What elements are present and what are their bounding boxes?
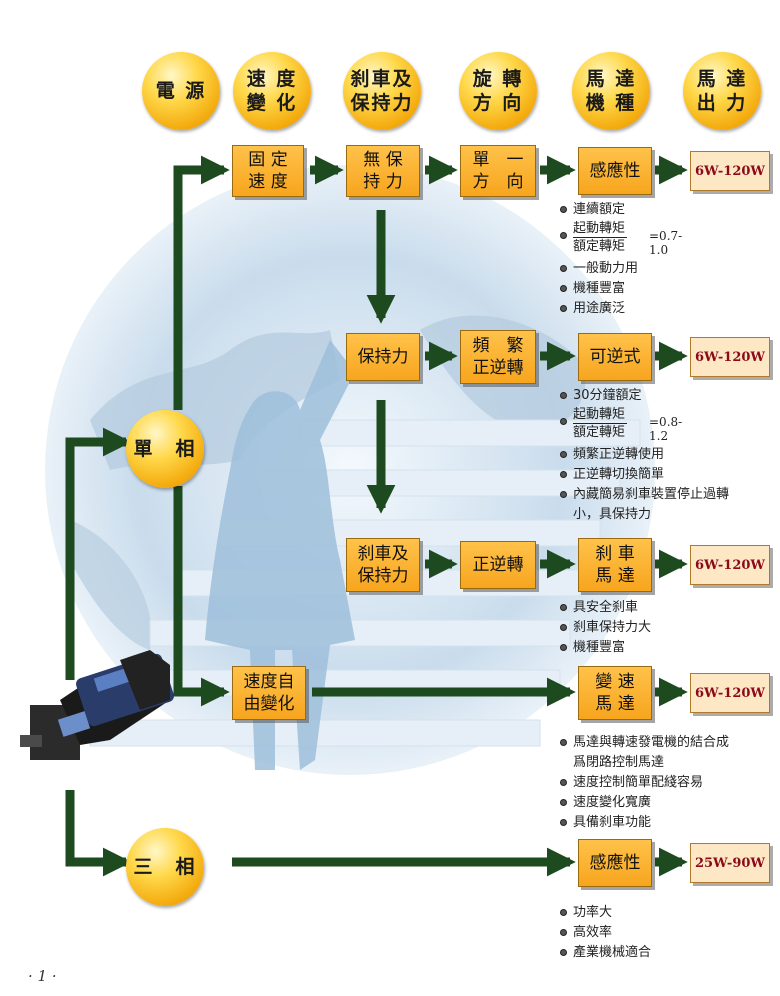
header-motor-type: 馬 達 機 種 [572, 52, 650, 130]
notes-reversible: 30分鐘額定 [560, 386, 642, 406]
notes-three-phase: 功率大 高效率 產業機械適合 [560, 903, 651, 963]
globe-illustration [45, 165, 655, 775]
box-frequent-reversal: 頻 繁 正逆轉 [460, 330, 536, 384]
three-phase-circle: 三 相 [126, 828, 204, 906]
header-speed-change: 速 度 變 化 [233, 52, 311, 130]
power-range-3: 6W-120W [690, 545, 770, 585]
box-forward-reverse: 正逆轉 [460, 541, 536, 589]
fraction-numerator: 起動轉矩 [573, 407, 628, 424]
torque-ratio-1: 起動轉矩 額定轉矩 =0.7-1.0 [559, 220, 682, 257]
notes-induction-rest: 一般動力用 機種豐富 用途廣泛 [560, 259, 638, 319]
power-range-5: 25W-90W [690, 843, 770, 883]
note-item: 速度變化寬廣 [560, 793, 729, 813]
page-number: · 1 · [28, 967, 57, 985]
note-item: 30分鐘額定 [560, 386, 642, 406]
note-item: 機種豐富 [560, 279, 638, 299]
note-item: 高效率 [560, 923, 651, 943]
header-brake-hold: 刹車及 保持力 [343, 52, 421, 130]
notes-induction: 連續額定 [560, 200, 625, 220]
fraction-denominator: 額定轉矩 [573, 239, 626, 254]
box-reversible-motor: 可逆式 [578, 333, 652, 381]
motor-illustration [20, 650, 174, 760]
note-item: 用途廣泛 [560, 299, 638, 319]
note-item: 功率大 [560, 903, 651, 923]
note-item: 機種豐富 [560, 638, 651, 658]
note-item: 具備刹車功能 [560, 813, 729, 833]
box-single-direction: 單 一 方 向 [460, 145, 536, 197]
box-variable-speed-motor: 變 速 馬 達 [578, 666, 652, 720]
header-rotation-direction: 旋 轉 方 向 [459, 52, 537, 130]
note-item: 內藏簡易刹車裝置停止過轉 小，具保持力 [560, 485, 729, 525]
header-motor-output: 馬 達 出 力 [683, 52, 761, 130]
note-item: 產業機械適合 [560, 943, 651, 963]
box-induction-motor: 感應性 [578, 147, 652, 195]
power-range-1: 6W-120W [690, 151, 770, 191]
fraction-value: =0.7-1.0 [649, 229, 683, 257]
box-no-holding-force: 無 保 持 力 [346, 145, 420, 197]
fraction-value: =0.8-1.2 [649, 415, 683, 443]
torque-ratio-2: 起動轉矩 額定轉矩 =0.8-1.2 [559, 406, 682, 443]
note-item: 馬達與轉速發電機的結合成 爲閉路控制馬達 [560, 733, 729, 773]
box-variable-speed: 速度自 由變化 [232, 666, 306, 720]
note-item: 連續額定 [560, 200, 625, 220]
fraction-numerator: 起動轉矩 [573, 221, 628, 238]
note-item: 頻繁正逆轉使用 [560, 445, 729, 465]
notes-reversible-rest: 頻繁正逆轉使用 正逆轉切換簡單 內藏簡易刹車裝置停止過轉 小，具保持力 [560, 445, 729, 525]
notes-brake-motor: 具安全刹車 刹車保持力大 機種豐富 [560, 598, 651, 658]
fraction-denominator: 額定轉矩 [573, 425, 626, 440]
note-item: 速度控制簡單配綫容易 [560, 773, 729, 793]
single-phase-circle: 單 相 [126, 410, 204, 488]
note-item: 一般動力用 [560, 259, 638, 279]
flow-arrows [65, 155, 688, 877]
note-item: 刹車保持力大 [560, 618, 651, 638]
box-induction-motor-3ph: 感應性 [578, 839, 652, 887]
note-item: 正逆轉切換簡單 [560, 465, 729, 485]
note-item: 具安全刹車 [560, 598, 651, 618]
box-holding-force: 保持力 [346, 333, 420, 381]
power-range-4: 6W-120W [690, 673, 770, 713]
box-brake-and-hold: 刹車及 保持力 [346, 538, 420, 592]
header-power: 電 源 [142, 52, 220, 130]
power-range-2: 6W-120W [690, 337, 770, 377]
notes-variable-speed-motor: 馬達與轉速發電機的結合成 爲閉路控制馬達 速度控制簡單配綫容易 速度變化寬廣 具… [560, 733, 729, 833]
box-brake-motor: 刹 車 馬 達 [578, 538, 652, 592]
box-fixed-speed: 固 定 速 度 [232, 145, 304, 197]
